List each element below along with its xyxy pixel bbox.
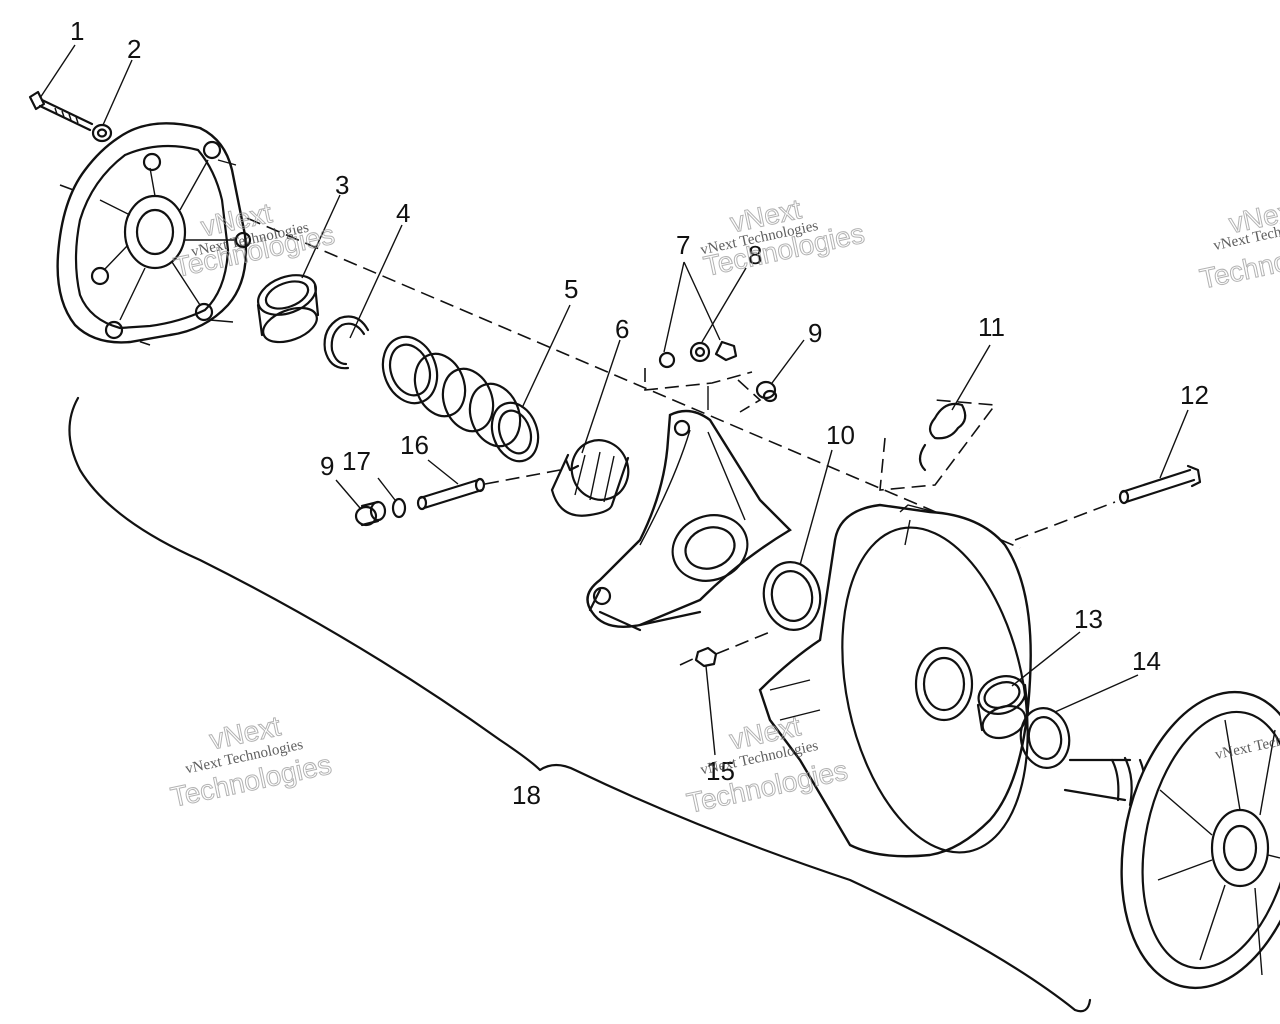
callout-5: 5: [564, 274, 578, 304]
callout-6: 6: [615, 314, 629, 344]
part-16-pin: [416, 477, 486, 511]
callout-15: 15: [706, 756, 735, 786]
watermark-center-top: vNext Technologies vNext Technologies: [699, 193, 868, 283]
part-6-spring-cup: [550, 439, 630, 517]
spider-arm-assembly: [586, 409, 792, 632]
callout-4: 4: [396, 198, 410, 228]
watermark-left-bottom: vNext Technologies vNext Technologies: [167, 710, 334, 814]
part-9-roller-left: [354, 500, 387, 527]
callout-labels: 1 2 3 4 5 6 7 8 9 11 10 12 9 17 16 13 14…: [70, 16, 1209, 810]
part-13-bushing: [976, 675, 1030, 740]
part-12-bolt: [1014, 464, 1202, 541]
assembly-centerline: [227, 209, 1021, 549]
callout-2: 2: [127, 34, 141, 64]
callout-7: 7: [676, 230, 690, 260]
part-4-snap-ring: [323, 315, 370, 370]
watermark-right-top: vNext Technologies vNext Technologies: [1197, 194, 1280, 296]
assembly-bracket-18: [68, 396, 1092, 1013]
moveable-sheave: [758, 503, 1032, 858]
callout-11: 11: [978, 312, 1005, 342]
callout-13: 13: [1074, 604, 1103, 634]
part-14-washer: [1019, 707, 1071, 769]
part-3-bushing: [256, 274, 320, 344]
callout-3: 3: [335, 170, 349, 200]
part-15-nut: [679, 631, 771, 668]
callout-12: 12: [1180, 380, 1209, 410]
part-5-spring: [381, 335, 540, 463]
cover-plate: [56, 122, 252, 344]
callout-1: 1: [70, 16, 84, 46]
callout-17: 17: [342, 446, 371, 476]
part-17-o-ring: [391, 497, 407, 519]
part-2-washer: [91, 123, 113, 143]
part-9-roller-right: [755, 380, 778, 403]
leader-lines: [39, 44, 1189, 756]
callout-8: 8: [748, 240, 762, 270]
part-10-washer: [762, 561, 822, 631]
callout-10: 10: [826, 420, 855, 450]
callout-16: 16: [400, 430, 429, 460]
part-7-8-group: [644, 340, 762, 413]
part-11-clip: [879, 399, 997, 491]
callout-14: 14: [1132, 646, 1161, 676]
callout-18: 18: [512, 780, 541, 810]
callout-9-left: 9: [320, 451, 334, 481]
part-1-bolt: [28, 90, 94, 132]
fixed-sheave: [1063, 690, 1280, 990]
callout-9-right: 9: [808, 318, 822, 348]
